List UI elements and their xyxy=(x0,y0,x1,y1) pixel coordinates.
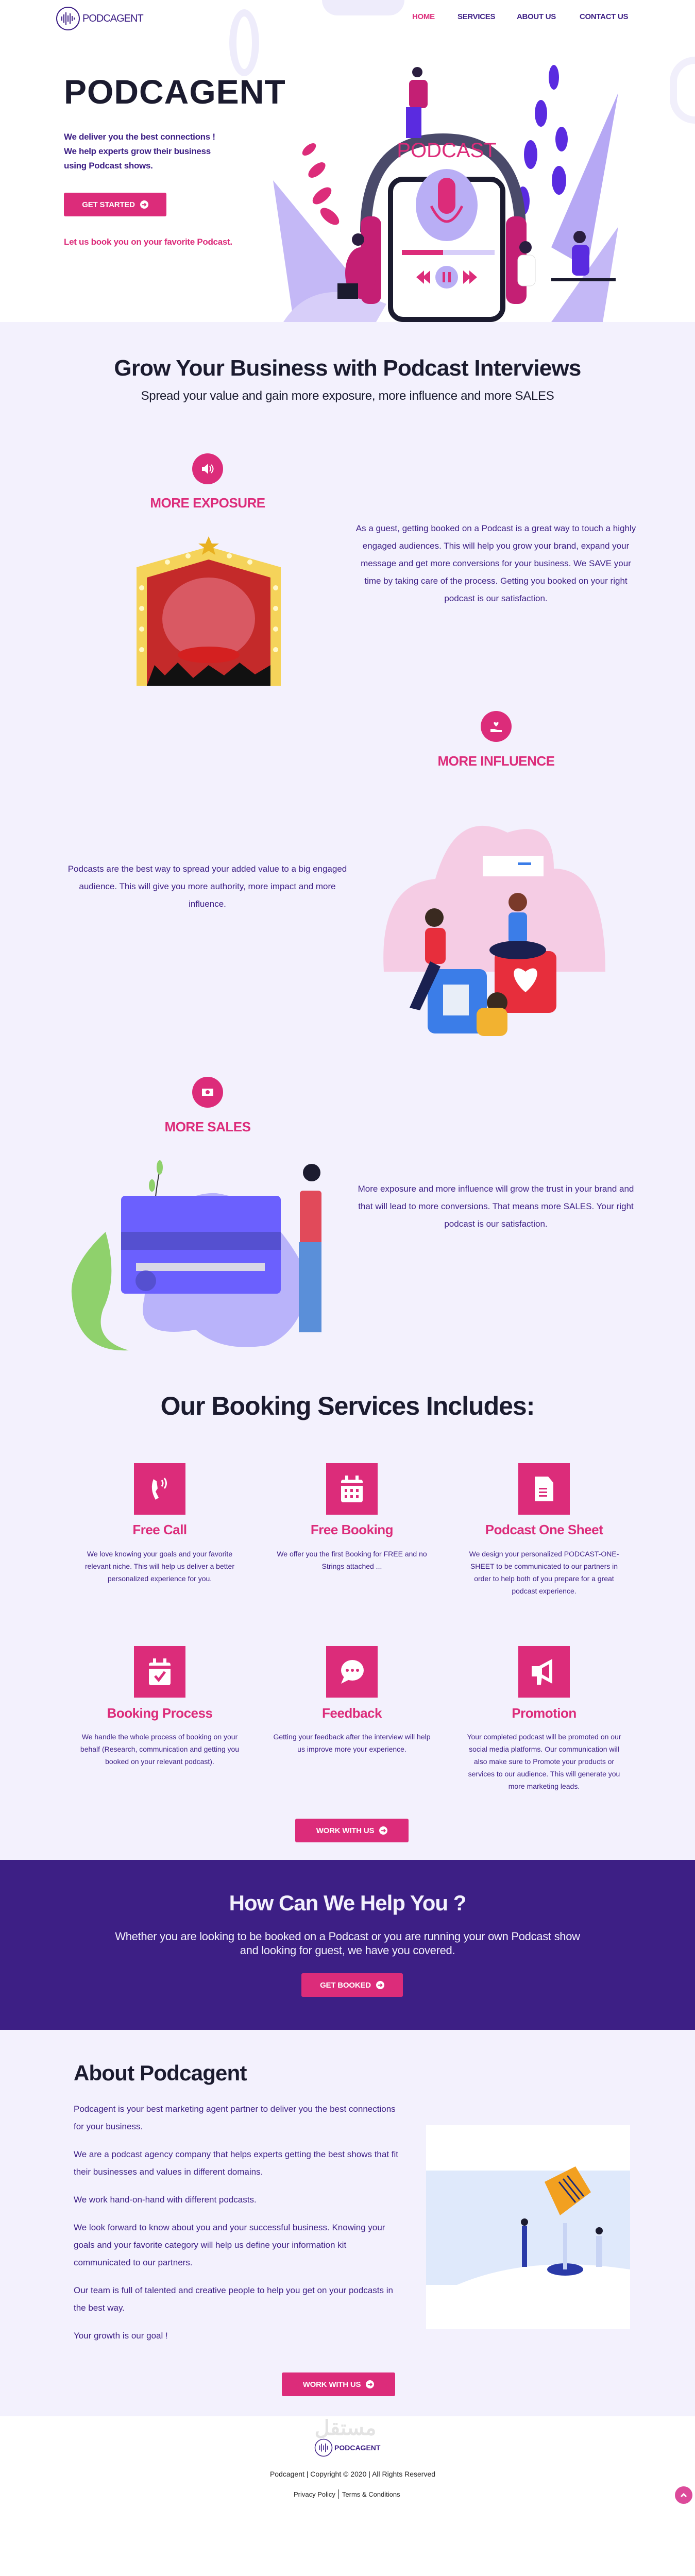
hero-note: Let us book you on your favorite Podcast… xyxy=(64,237,232,247)
feature-icon xyxy=(481,711,512,742)
footer-links: Privacy Policy Terms & Conditions xyxy=(294,2489,400,2499)
work-with-us-button[interactable]: WORK WITH US ➜ xyxy=(295,1819,409,1842)
service-title: Free Call xyxy=(132,1522,187,1537)
service-description: Getting your feedback after the intervie… xyxy=(273,1733,431,1753)
soundwave-logo-icon xyxy=(314,2438,333,2457)
footer-logo-text: PODCAGENT xyxy=(334,2444,381,2452)
calendar-check-icon xyxy=(149,1658,171,1685)
terms-link[interactable]: Terms & Conditions xyxy=(342,2490,400,2498)
get-started-button[interactable]: GET STARTED ➜ xyxy=(64,193,166,216)
about-paragraph: We look forward to know about you and yo… xyxy=(74,2223,385,2267)
money-icon xyxy=(202,1089,213,1096)
hero-bg-circle xyxy=(322,0,404,15)
help-section xyxy=(0,1860,695,2030)
hero-tagline: We deliver you the best connections ! We… xyxy=(64,130,215,173)
soundwave-logo-icon xyxy=(56,7,80,30)
service-description: We offer you the first Booking for FREE … xyxy=(277,1550,427,1570)
about-work-with-us-button[interactable]: WORK WITH US ➜ xyxy=(282,2372,395,2396)
service-description: We handle the whole process of booking o… xyxy=(80,1733,240,1766)
services-title: Our Booking Services Includes: xyxy=(160,1392,535,1420)
footer-watermark: مستقل xyxy=(314,2417,377,2439)
about-paragraph: We work hand-on-hand with different podc… xyxy=(74,2195,257,2205)
grow-title: Grow Your Business with Podcast Intervie… xyxy=(114,355,581,381)
button-label: GET STARTED xyxy=(82,200,135,209)
feature-title: MORE INFLUENCE xyxy=(437,753,555,769)
service-icon-box xyxy=(134,1463,185,1515)
service-title: Podcast One Sheet xyxy=(485,1522,603,1537)
logo[interactable]: PODCAGENT xyxy=(56,6,144,31)
nav-about-us[interactable]: ABOUT US xyxy=(517,12,556,21)
arrow-right-icon: ➜ xyxy=(379,1826,388,1835)
service-title: Free Booking xyxy=(310,1522,394,1537)
nav-home[interactable]: HOME xyxy=(412,12,435,21)
sales-illustration xyxy=(71,1160,321,1351)
privacy-policy-link[interactable]: Privacy Policy xyxy=(294,2490,335,2498)
link-divider xyxy=(338,2489,339,2499)
button-label: WORK WITH US xyxy=(302,2380,361,2389)
service-description: Your completed podcast will be promoted … xyxy=(467,1733,621,1790)
hero-bg-circle xyxy=(229,9,259,76)
feature-text: Podcasts are the best way to spread your… xyxy=(67,864,347,909)
service-title: Booking Process xyxy=(107,1705,213,1721)
feature-text: More exposure and more influence will gr… xyxy=(358,1184,634,1229)
feature-text: As a guest, getting booked on a Podcast … xyxy=(355,523,636,603)
speaker-icon xyxy=(202,464,214,474)
service-icon-box xyxy=(518,1463,570,1515)
hero-title: PODCAGENT xyxy=(64,73,286,111)
footer-logo[interactable]: PODCAGENT xyxy=(314,2438,380,2457)
megaphone-icon xyxy=(532,1659,552,1685)
about-paragraph: Podcagent is your best marketing agent p… xyxy=(74,2104,396,2131)
service-icon-box xyxy=(134,1646,185,1698)
chat-icon xyxy=(341,1660,364,1684)
nav-services[interactable]: SERVICES xyxy=(457,12,496,21)
tagline-line: using Podcast shows. xyxy=(64,161,153,171)
button-label: WORK WITH US xyxy=(316,1826,375,1835)
get-booked-button[interactable]: GET BOOKED ➜ xyxy=(301,1973,403,1997)
microphone-illustration xyxy=(426,2125,630,2329)
arrow-right-icon: ➜ xyxy=(366,2380,375,2388)
service-icon-box xyxy=(518,1646,570,1698)
tagline-line: We deliver you the best connections ! xyxy=(64,132,215,142)
arrow-right-icon: ➜ xyxy=(376,1981,384,1989)
chevron-up-icon xyxy=(680,2493,687,2498)
scroll-to-top-button[interactable] xyxy=(675,2486,692,2504)
service-icon-box xyxy=(326,1646,378,1698)
arrow-right-icon: ➜ xyxy=(140,200,148,209)
tagline-line: We help experts grow their business xyxy=(64,146,211,156)
about-paragraph: Your growth is our goal ! xyxy=(74,2331,168,2341)
calendar-icon xyxy=(341,1476,363,1502)
about-paragraph: We are a podcast agency company that hel… xyxy=(74,2149,398,2177)
button-label: GET BOOKED xyxy=(320,1980,371,1990)
grow-subtitle: Spread your value and gain more exposure… xyxy=(141,389,554,403)
service-title: Promotion xyxy=(512,1705,577,1721)
podcast-label: PODCAST xyxy=(397,139,496,162)
help-title: How Can We Help You ? xyxy=(229,1891,467,1915)
about-title: About Podcagent xyxy=(74,2061,247,2085)
feature-icon xyxy=(192,1077,223,1108)
service-title: Feedback xyxy=(322,1705,382,1721)
phone-icon xyxy=(151,1478,167,1500)
influence-illustration xyxy=(383,825,605,1036)
nav-contact-us[interactable]: CONTACT US xyxy=(580,12,629,21)
help-text: Whether you are looking to be booked on … xyxy=(115,1930,580,1957)
document-icon xyxy=(535,1477,553,1501)
features-section xyxy=(0,322,695,1860)
service-icon-box xyxy=(326,1463,378,1515)
feature-title: MORE SALES xyxy=(164,1119,251,1134)
podcast-hero-illustration: PODCAST xyxy=(273,65,618,322)
stage-illustration xyxy=(137,536,281,686)
about-paragraph: Our team is full of talented and creativ… xyxy=(74,2285,393,2313)
feature-title: MORE EXPOSURE xyxy=(150,495,265,511)
feature-icon xyxy=(192,453,223,484)
about-text: Podcagent is your best marketing agent p… xyxy=(74,2100,398,2355)
service-description: We love knowing your goals and your favo… xyxy=(84,1550,234,1583)
hero-bg-circle xyxy=(670,57,695,124)
heart-hand-icon xyxy=(490,722,502,732)
service-description: We design your personalized PODCAST-ONE-… xyxy=(469,1550,619,1595)
logo-text: PODCAGENT xyxy=(82,12,144,24)
footer-copyright: Podcagent | Copyright © 2020 | All Right… xyxy=(269,2470,436,2478)
